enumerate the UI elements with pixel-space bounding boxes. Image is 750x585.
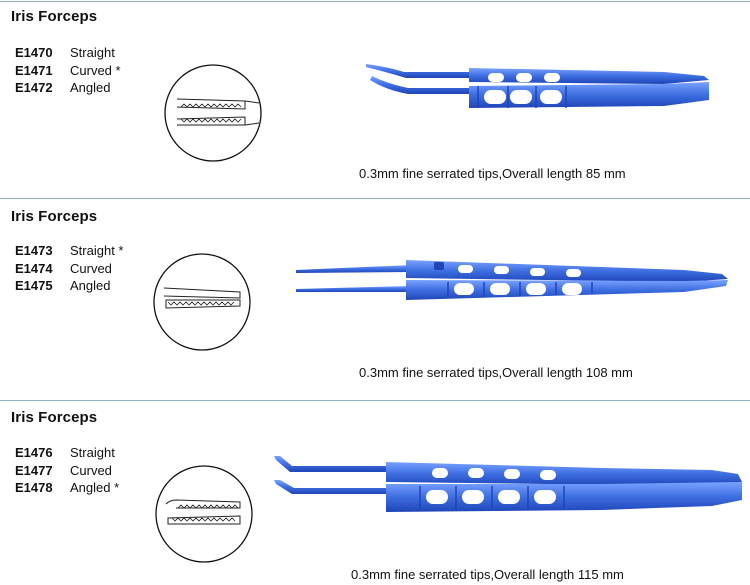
variant-item: E1477 Curved [15,462,119,480]
variant-code: E1474 [15,260,53,276]
variant-code: E1471 [15,62,53,78]
variant-label: Curved [70,462,112,478]
variant-label: Angled * [70,480,120,495]
variant-code: E1472 [15,80,53,95]
variant-code: E1475 [15,278,53,293]
iris-forceps-image [364,58,720,120]
variant-item: E1474 Curved [15,260,123,278]
variant-list: E1473 Straight * E1474 Curved E1475 Angled [15,242,123,295]
variant-code: E1476 [15,445,53,460]
variant-code: E1470 [15,45,53,60]
product-section-3: Iris Forceps E1476 Straight E1477 Curved E… [0,401,750,585]
variant-label: Angled [70,278,111,293]
variant-code: E1477 [15,462,53,478]
section-title: Iris Forceps [11,208,98,225]
variant-item: E1476 Straight [15,444,119,462]
section-divider [0,400,750,401]
variant-item: E1475 Angled [15,277,123,295]
variant-label: Curved [70,260,112,276]
product-section-1: Iris Forceps E1470 Straight E1471 Curved *… [0,0,750,198]
spec-caption: 0.3mm fine serrated tips,Overall length … [359,365,633,380]
variant-label: Straight [70,445,115,460]
section-title: Iris Forceps [11,8,98,25]
variant-item: E1473 Straight * [15,242,123,260]
serrated-tip-detail-icon [154,464,254,564]
serrated-tip-detail-icon [163,63,263,163]
variant-label: Straight * [70,243,124,258]
product-section-2: Iris Forceps E1473 Straight * E1474 Curved… [0,199,750,400]
variant-code: E1478 [15,480,53,495]
section-title: Iris Forceps [11,409,98,426]
variant-item: E1470 Straight [15,44,121,62]
variant-list: E1476 Straight E1477 Curved E1478 Angled * [15,444,119,497]
spec-caption: 0.3mm fine serrated tips,Overall length … [351,567,624,582]
variant-label: Curved * [70,62,121,78]
variant-item: E1471 Curved * [15,62,121,80]
serrated-tip-detail-icon [152,252,252,352]
variant-code: E1473 [15,243,53,258]
variant-label: Angled [70,80,111,95]
variant-label: Straight [70,45,115,60]
spec-caption: 0.3mm fine serrated tips,Overall length … [359,166,626,181]
iris-forceps-image [272,454,750,516]
variant-item: E1472 Angled [15,79,121,97]
variant-list: E1470 Straight E1471 Curved * E1472 Angled [15,44,121,97]
variant-item: E1478 Angled * [15,479,119,497]
top-divider [0,1,750,2]
section-divider [0,198,750,199]
iris-forceps-image [294,252,744,302]
